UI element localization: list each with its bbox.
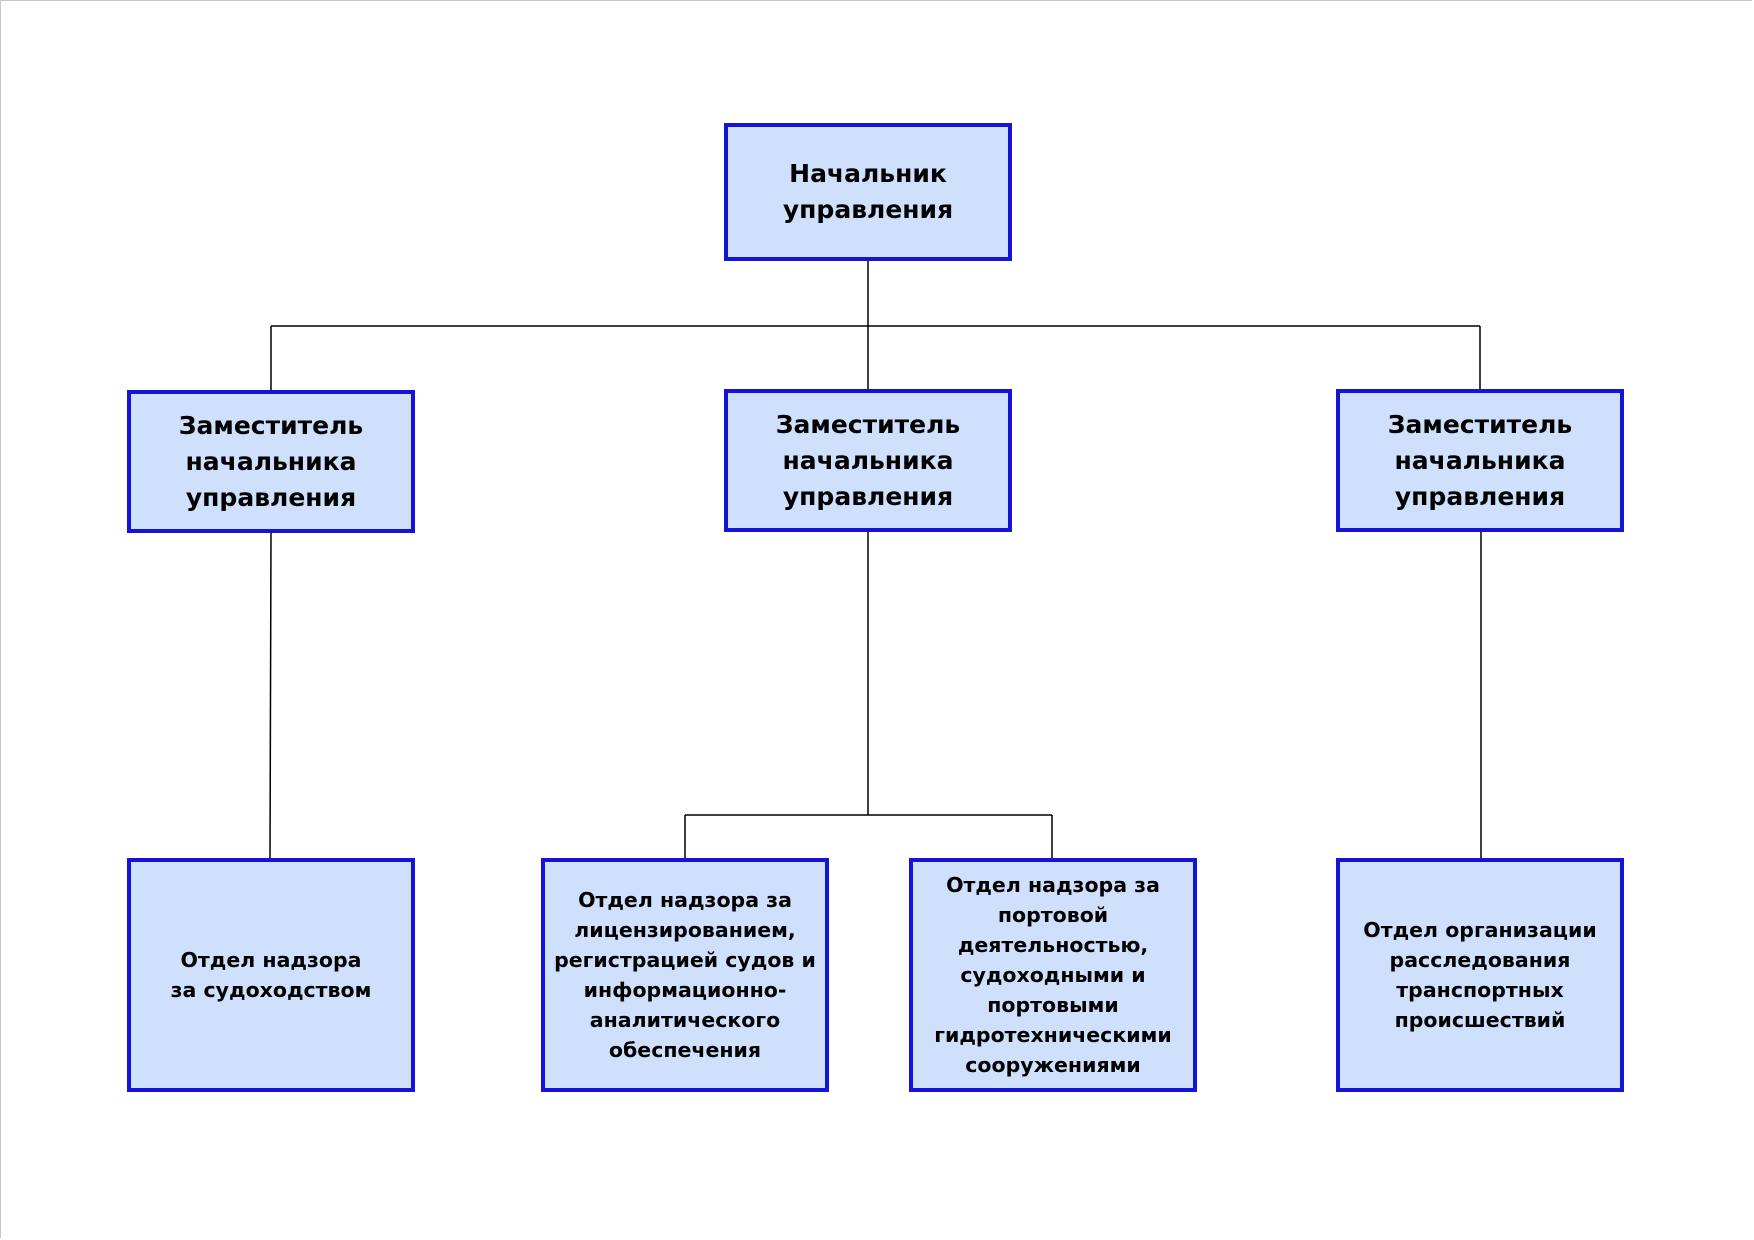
deputy-head-label-3: Заместитель начальника управления <box>1387 409 1573 511</box>
deputy-head-label-1: Заместитель начальника управления <box>178 410 364 512</box>
division-label-3: Отдел надзора за портовой деятельностью,… <box>934 873 1172 1077</box>
deputy-head-box-3: Заместитель начальника управления <box>1336 389 1624 532</box>
head-of-department-box: Начальник управления <box>724 123 1012 261</box>
head-of-department-label: Начальник управления <box>782 159 954 224</box>
division-label-1: Отдел надзора за судоходством <box>170 948 372 1002</box>
division-label-4: Отдел организации расследования транспор… <box>1363 918 1597 1032</box>
deputy-head-box-1: Заместитель начальника управления <box>127 390 415 533</box>
deputy-head-box-2: Заместитель начальника управления <box>724 389 1012 532</box>
division-box-port-activity: Отдел надзора за портовой деятельностью,… <box>909 858 1197 1092</box>
division-label-2: Отдел надзора за лицензированием, регист… <box>554 888 816 1062</box>
deputy-head-label-2: Заместитель начальника управления <box>775 409 961 511</box>
connector-deputy-1-division-1 <box>269 532 272 859</box>
division-box-licensing-registration: Отдел надзора за лицензированием, регист… <box>541 858 829 1092</box>
division-box-accident-investigation: Отдел организации расследования транспор… <box>1336 858 1624 1092</box>
division-box-navigation-supervision: Отдел надзора за судоходством <box>127 858 415 1092</box>
